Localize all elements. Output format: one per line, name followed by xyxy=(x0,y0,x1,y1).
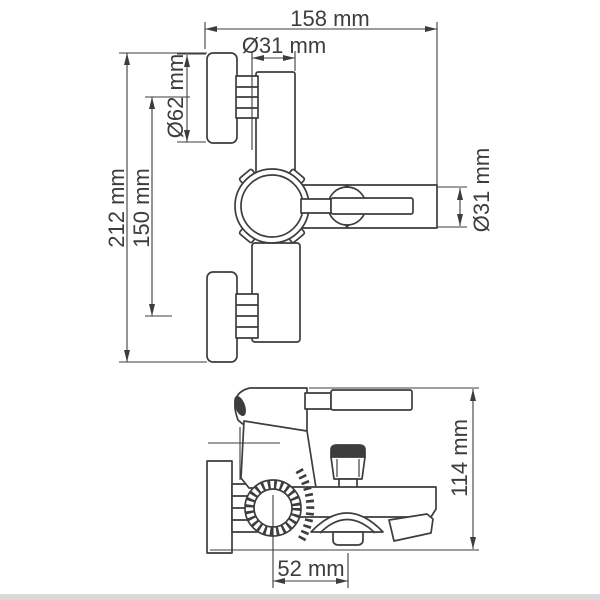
hex-nut-top xyxy=(235,75,259,119)
dim-spout-diameter xyxy=(437,186,467,228)
lever-bar xyxy=(330,197,414,215)
diverter-cap xyxy=(330,444,366,458)
footer-strip xyxy=(0,594,600,600)
dim-total-height-label: 212 mm xyxy=(104,168,129,247)
dim-total-width xyxy=(204,22,438,186)
handle-end-cap xyxy=(234,395,246,417)
valve-body-inner xyxy=(240,174,304,238)
dim-wall-to-outlet-label: 52 mm xyxy=(277,556,344,581)
wall-plate xyxy=(206,460,233,554)
dimension-labels: 158 mm Ø31 mm Ø62 mm 212 mm 150 mm Ø31 m… xyxy=(104,6,494,581)
dim-front-height-label: 114 mm xyxy=(447,419,472,497)
centerline-cross xyxy=(208,427,280,480)
dimension-lines xyxy=(119,22,479,588)
dim-connection-centers-label: 150 mm xyxy=(129,168,154,247)
dim-body-diameter-label: Ø31 mm xyxy=(242,33,326,58)
front-view xyxy=(206,387,437,554)
escutcheon-top xyxy=(206,52,238,144)
lever-stem xyxy=(300,198,332,214)
body-tube-upper xyxy=(255,71,296,180)
shower-outlet-inner-arc xyxy=(319,518,376,534)
knurl-band xyxy=(295,467,315,545)
lever-stem-side xyxy=(304,392,332,410)
shower-outlet-dome xyxy=(310,512,384,533)
dim-flange-diameter-label: Ø62 mm xyxy=(163,54,188,138)
dimension-arrowheads xyxy=(124,26,476,584)
dim-wall-to-outlet xyxy=(272,495,349,588)
diverter-body xyxy=(330,456,366,480)
dim-spout-diameter-label: Ø31 mm xyxy=(469,148,494,232)
top-view xyxy=(206,52,438,363)
dim-front-height xyxy=(210,387,479,551)
shower-outlet-cap xyxy=(332,531,364,546)
lever-bar-side xyxy=(330,389,413,411)
mixer-mid-body xyxy=(240,420,317,489)
body-tube-lower xyxy=(251,242,301,343)
dim-connection-centers xyxy=(145,96,190,317)
dim-total-width-label: 158 mm xyxy=(290,6,369,31)
dim-total-height xyxy=(119,52,207,363)
dim-flange-diameter xyxy=(177,53,206,143)
diverter-knob xyxy=(330,444,366,489)
spout xyxy=(388,513,434,542)
escutcheon-bottom xyxy=(206,271,238,363)
hex-nut-bottom xyxy=(235,293,259,339)
